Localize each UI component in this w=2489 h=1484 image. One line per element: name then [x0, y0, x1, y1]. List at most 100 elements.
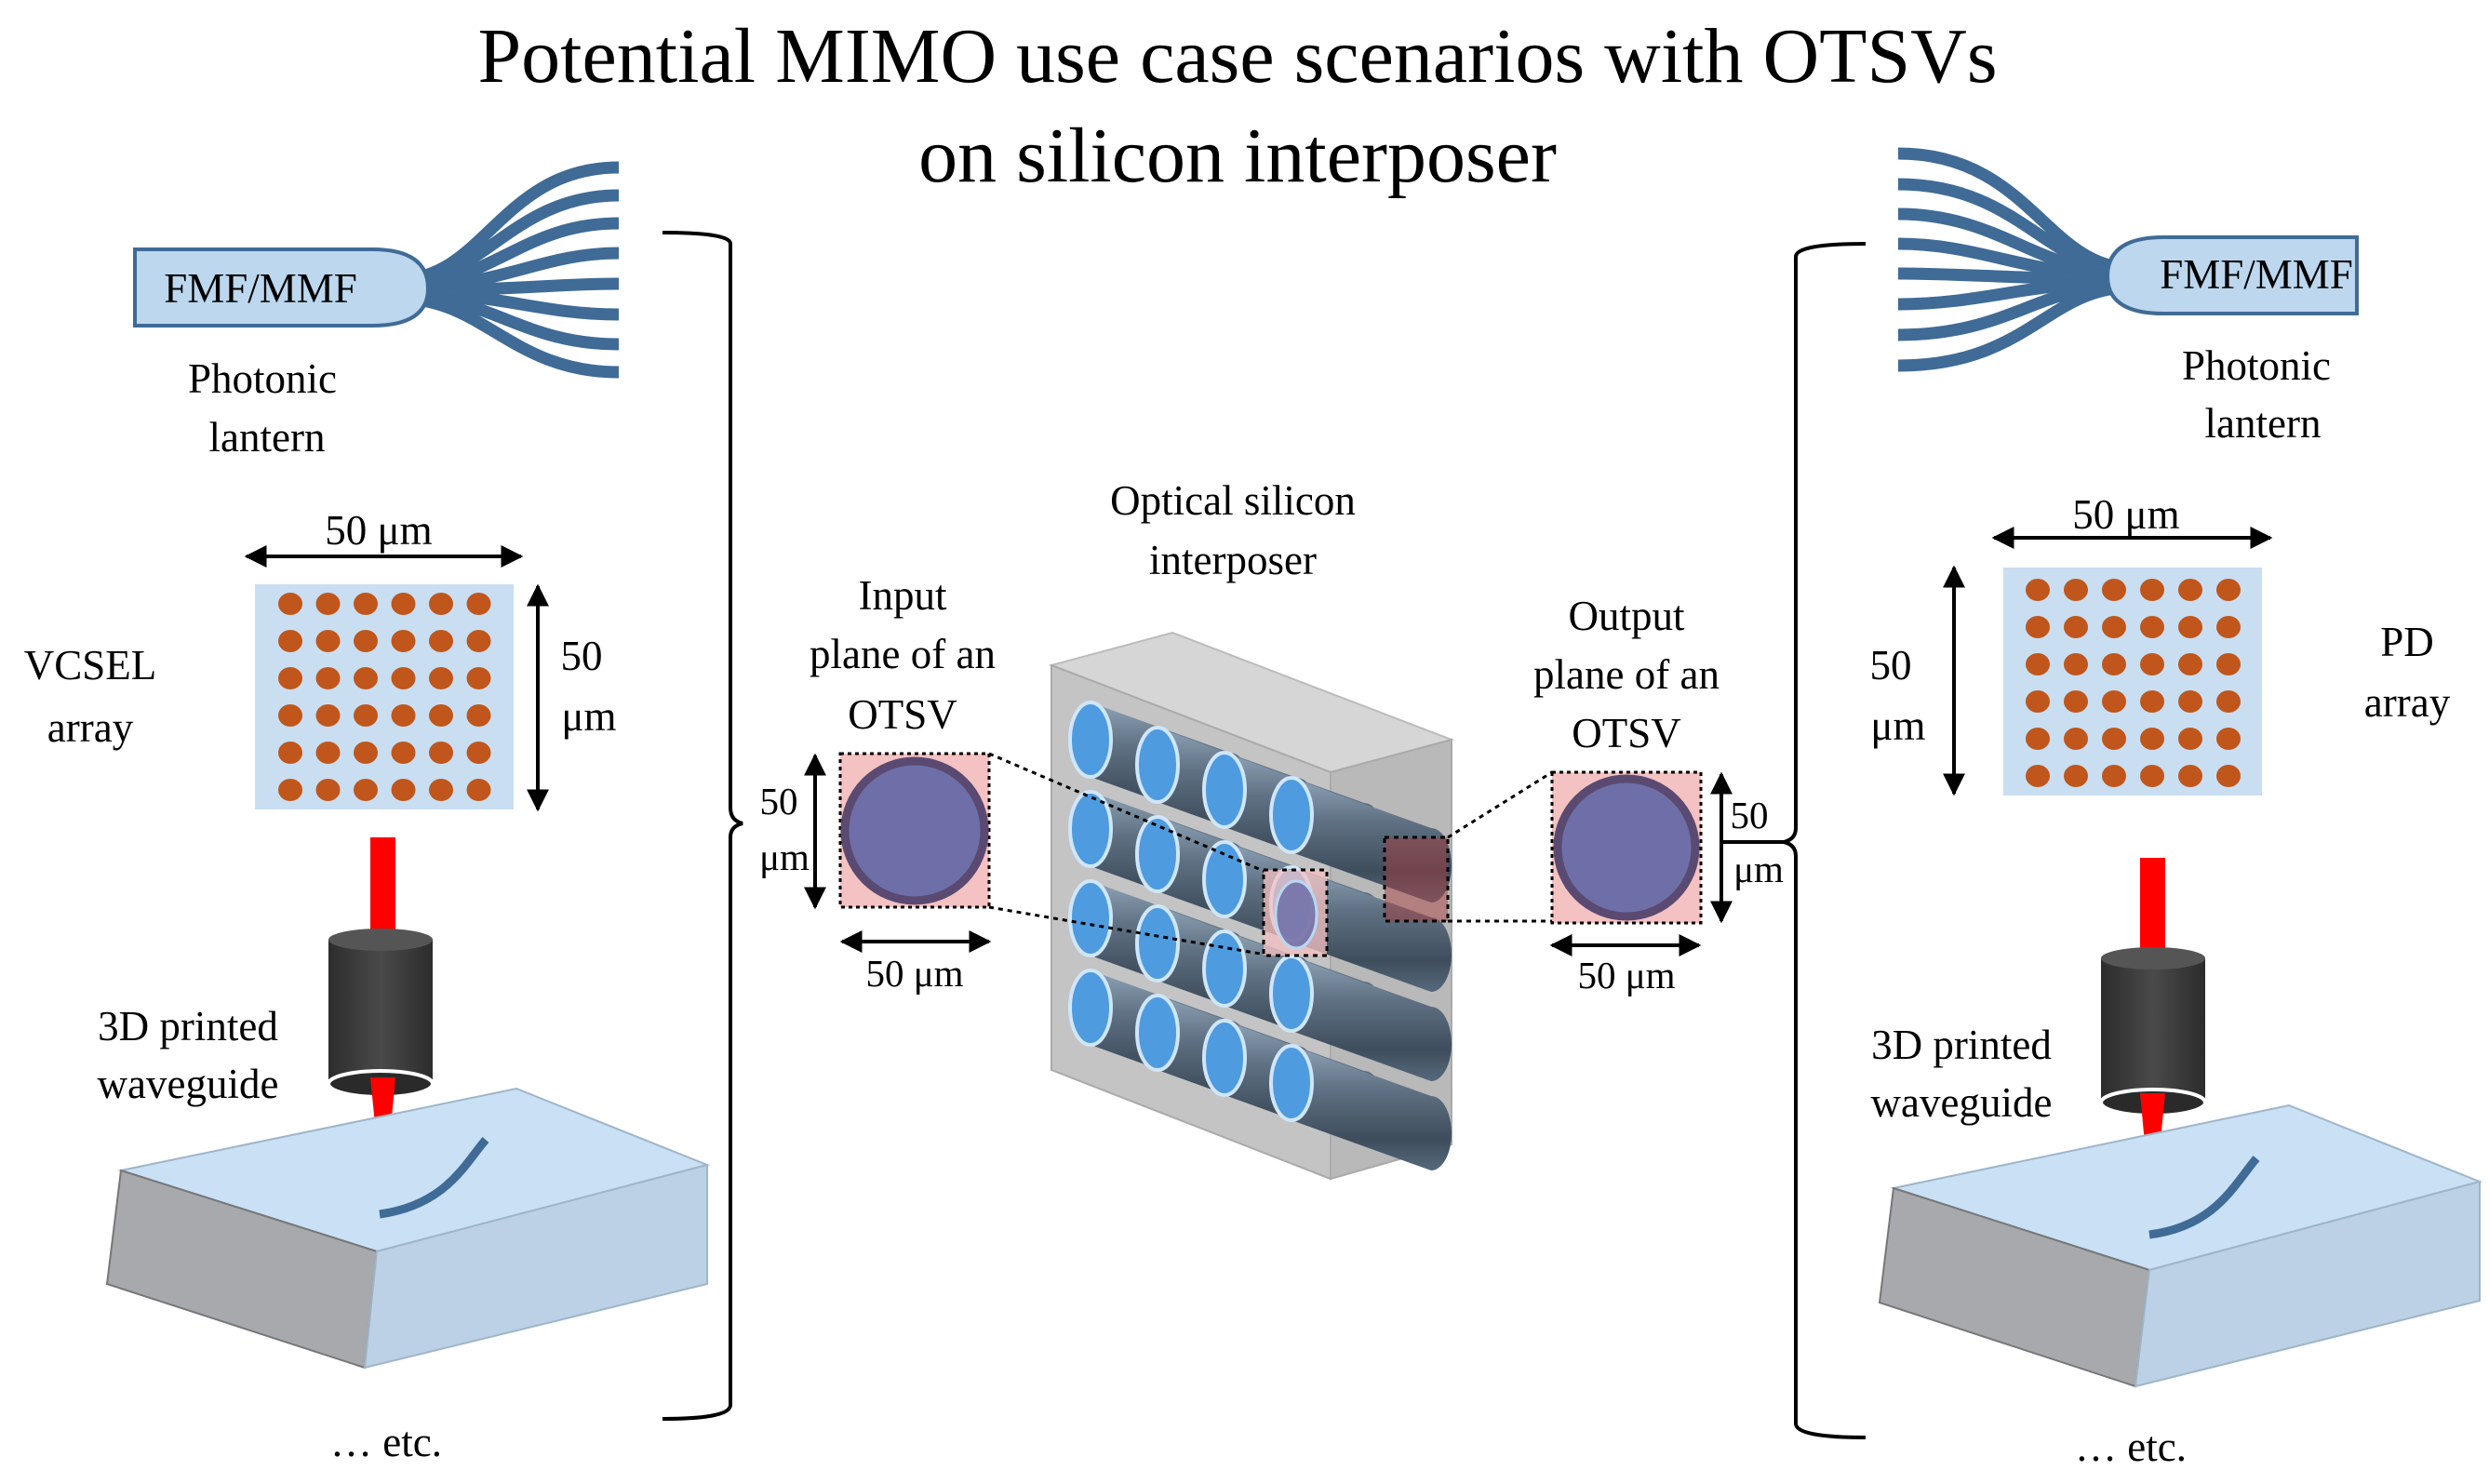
array-element-dot [2064, 728, 2088, 750]
array-element-dot [354, 742, 378, 764]
array-element-dot [2140, 728, 2164, 750]
photonic-lantern-icon [1897, 147, 2132, 372]
left-substrate [105, 1087, 711, 1370]
left-waveguide-label-2: waveguide [98, 1061, 279, 1107]
otsv-cylinder-face [1202, 751, 1247, 829]
right-waveguide-label-1: 3D printed [1871, 1022, 2052, 1068]
array-element-dot [354, 593, 378, 615]
zoom-line-input-bottom [988, 905, 1266, 956]
photonic-lantern-icon [399, 161, 620, 379]
array-element-dot [315, 742, 341, 764]
array-element-dot [354, 630, 378, 652]
right-waveguide-setup: 3D printed waveguide … etc. [1871, 858, 2483, 1470]
otsv-cylinder-face [1202, 929, 1247, 1008]
array-element-dot [466, 742, 491, 764]
array-element-dot [391, 779, 416, 801]
interposer-label-2: interposer [1149, 537, 1317, 583]
array-element-dot [466, 779, 491, 801]
input-label-2: plane of an [810, 631, 996, 677]
array-element-dot [2102, 653, 2126, 675]
array-element-dot [2140, 653, 2164, 675]
otsv-cylinder-face [1269, 955, 1314, 1033]
right-bracket [1783, 242, 1867, 1439]
right-dim-top-label: 50 μm [2072, 491, 2179, 538]
array-element-dot [2026, 728, 2050, 750]
right-dim-side-label-1: 50 [1870, 642, 1912, 689]
array-element-dot [2102, 765, 2126, 787]
array-element-dot [429, 630, 453, 652]
array-element-dot [354, 667, 378, 689]
output-label-3: OTSV [1572, 710, 1681, 756]
array-element-dot [2026, 765, 2050, 787]
array-element-dot [2026, 579, 2050, 601]
right-lantern-label-2: lantern [2205, 400, 2322, 447]
array-element-dot [429, 742, 453, 764]
output-label-2: plane of an [1533, 651, 1720, 698]
left-array-label-1: VCSEL [24, 642, 157, 689]
output-label-1: Output [1568, 593, 1685, 639]
array-element-dot [2178, 579, 2202, 601]
right-etc-label: … etc. [2075, 1424, 2187, 1470]
otsv-cylinder-face [1269, 1044, 1314, 1122]
array-element-dot [2216, 579, 2241, 601]
interposer-label-1: Optical silicon [1110, 477, 1356, 524]
array-element-dot [2140, 765, 2164, 787]
otsv-cylinder [1291, 867, 1452, 992]
array-element-dot [2064, 616, 2088, 638]
right-dim-side-label-2: μm [1870, 702, 1925, 749]
otsv-cylinder-face [1068, 790, 1113, 868]
array-element-dot [2216, 765, 2241, 787]
array-element-dot [466, 630, 491, 652]
zoom-line-input-top [988, 752, 1266, 874]
left-fiber-label: FMF/MMF [164, 265, 357, 312]
left-bracket [662, 231, 743, 1421]
right-fiber-label: FMF/MMF [2160, 251, 2353, 298]
array-element-dot [2026, 690, 2050, 713]
array-element-dot [278, 667, 302, 689]
otsv-cylinder [1291, 778, 1452, 902]
right-array-dots [2026, 579, 2241, 787]
input-label-1: Input [859, 572, 947, 619]
array-element-dot [2140, 616, 2164, 638]
array-element-dot [466, 593, 491, 615]
array-element-dot [391, 742, 416, 764]
array-element-dot [2064, 653, 2088, 675]
array-element-dot [315, 667, 341, 689]
array-element-dot [278, 779, 302, 801]
array-element-dot [2178, 653, 2202, 675]
left-waveguide-setup: 3D printed waveguide … etc. [98, 837, 711, 1465]
left-array-label-2: array [47, 704, 134, 751]
array-element-dot [2178, 728, 2202, 750]
array-element-dot [2216, 616, 2241, 638]
left-waveguide-label-1: 3D printed [98, 1003, 278, 1049]
left-printed-waveguide [379, 1137, 489, 1219]
array-element-dot [2102, 616, 2126, 638]
left-lantern-label-1: Photonic [188, 355, 337, 402]
left-photonic-lantern: FMF/MMF Photonic lantern [133, 161, 620, 461]
otsv-cylinder-face [1202, 1019, 1247, 1097]
array-element-dot [315, 630, 341, 652]
zoom-line-output-top [1447, 770, 1553, 839]
array-element-dot [2064, 690, 2088, 713]
array-element-dot [278, 630, 302, 652]
right-pd-array: 50 μm 50 μm PD array [1870, 491, 2451, 796]
objective-lens-icon [2099, 947, 2207, 1117]
left-laser-beam [370, 837, 395, 938]
otsv-cylinder-face [1068, 969, 1113, 1047]
otsv-cylinder-face [1135, 726, 1180, 804]
array-element-dot [2102, 690, 2126, 713]
array-element-dot [2216, 653, 2241, 675]
output-dim-side-2: μm [1733, 848, 1784, 890]
output-dim-bottom: 50 μm [1577, 954, 1675, 996]
otsv-cylinder-face [1269, 776, 1314, 854]
left-dim-side-label-2: μm [561, 693, 616, 740]
objective-lens-icon [327, 929, 435, 1099]
output-core [1553, 774, 1700, 921]
right-printed-waveguide [2148, 1156, 2260, 1239]
left-fiber-body [133, 247, 431, 328]
right-array-label-1: PD [2380, 619, 2434, 665]
array-element-dot [2102, 728, 2126, 750]
array-element-dot [391, 704, 416, 727]
